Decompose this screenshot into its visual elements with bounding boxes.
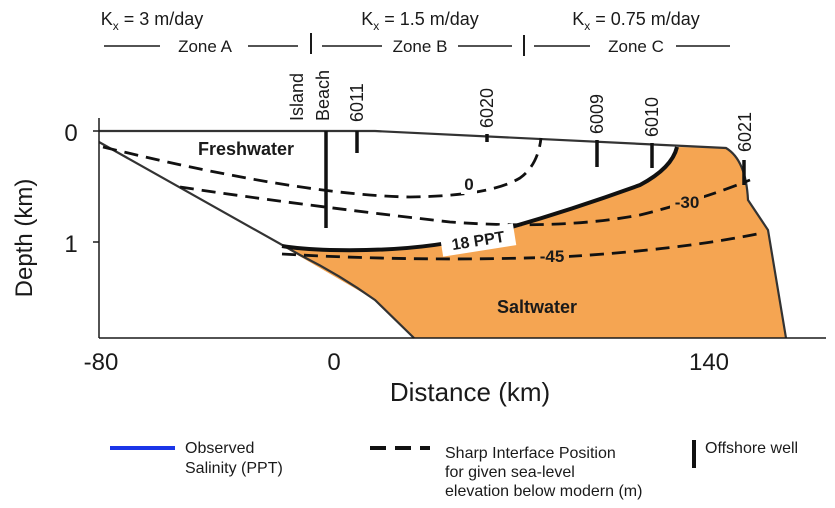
legend-well-label: Offshore well	[705, 440, 798, 457]
zone-header-a: Kx = 3 m/day Zone A	[101, 9, 298, 56]
contour-0-label: 0	[464, 175, 473, 194]
y-axis-title: Depth (km)	[11, 179, 38, 298]
zone-c-conductivity: Kx = 0.75 m/day	[572, 9, 700, 33]
x-tick-label-0: 0	[327, 349, 340, 376]
freshwater-label: Freshwater	[198, 139, 294, 159]
zone-b-conductivity: Kx = 1.5 m/day	[361, 9, 479, 33]
y-tick-label-1: 1	[64, 231, 77, 258]
saltwater-label: Saltwater	[497, 297, 577, 317]
zone-header-b: Kx = 1.5 m/day Zone B	[322, 9, 512, 56]
well-label-beach: Beach	[313, 70, 333, 121]
contour-0-label-bg	[461, 174, 477, 194]
well-label-6020: 6020	[477, 88, 497, 128]
legend-observed-line2: Salinity (PPT)	[185, 460, 283, 477]
zone-a-conductivity: Kx = 3 m/day	[101, 9, 204, 33]
legend-interface-line2: for given sea-level	[445, 464, 575, 481]
zone-b-label: Zone B	[393, 37, 448, 56]
contour-45-label: -45	[540, 247, 565, 266]
interface-contour-0	[102, 137, 543, 199]
y-tick-label-0: 0	[64, 120, 77, 147]
basement-outline	[98, 141, 415, 339]
saltwater-region	[282, 147, 786, 338]
x-tick-label-neg80: -80	[84, 349, 119, 376]
legend: Observed Salinity (PPT) Sharp Interface …	[110, 440, 798, 500]
legend-observed-line1: Observed	[185, 440, 254, 457]
contour-45-label-bg	[535, 246, 569, 266]
observed-interface-label-bg	[439, 223, 517, 257]
legend-interface-line1: Sharp Interface Position	[445, 445, 616, 462]
legend-interface-line3: elevation below modern (m)	[445, 483, 642, 500]
zone-header-c: Kx = 0.75 m/day Zone C	[534, 9, 730, 56]
zone-a-label: Zone A	[178, 37, 233, 56]
contour-30-label: -30	[675, 193, 700, 212]
well-label-6010: 6010	[642, 97, 662, 137]
contour-30-label-bg	[670, 192, 704, 212]
sea-surface-outline	[99, 129, 788, 339]
well-label-island: Island	[287, 73, 307, 121]
x-axis-title: Distance (km)	[390, 377, 550, 407]
well-label-6009: 6009	[587, 94, 607, 134]
well-label-6021: 6021	[735, 112, 755, 152]
well-label-6011: 6011	[347, 83, 367, 122]
x-tick-label-140: 140	[689, 349, 729, 376]
zone-c-label: Zone C	[608, 37, 664, 56]
